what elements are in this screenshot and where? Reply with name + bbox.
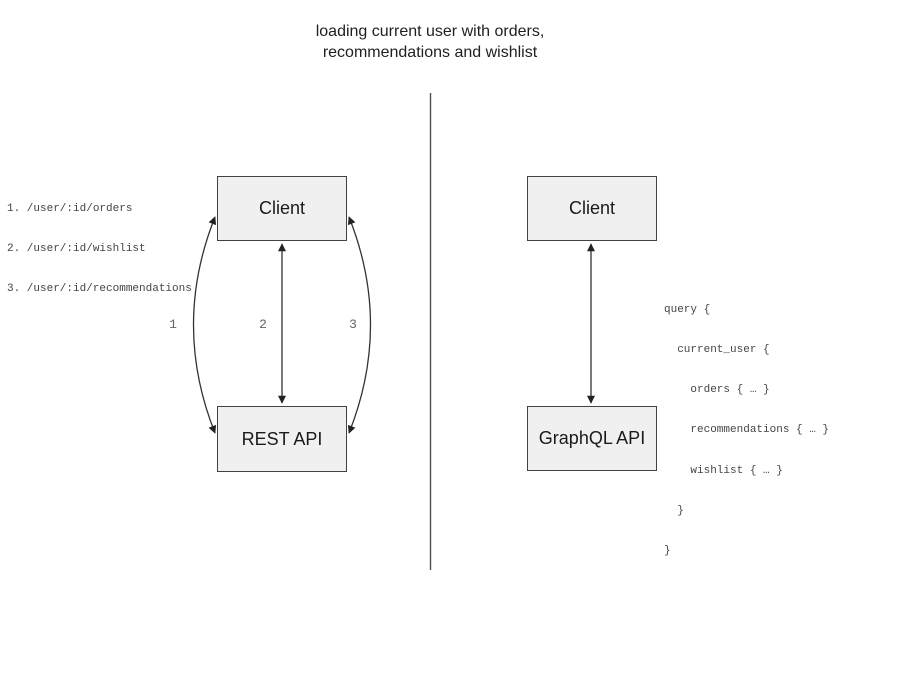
arrow-label-1: 1 <box>169 317 177 332</box>
arrow-label-2: 2 <box>259 317 267 332</box>
query-line-close-outer: } <box>664 545 671 558</box>
endpoint-item-orders: 1. /user/:id/orders <box>7 202 133 215</box>
graphql-api-box: GraphQL API <box>527 406 657 471</box>
client-box-graphql-label: Client <box>568 198 616 218</box>
diagram-title-line-1: loading current user with orders, <box>315 23 545 40</box>
rest-endpoint-list: 1. /user/:id/orders 2. /user/:id/wishlis… <box>7 176 192 323</box>
query-line-recommendations: recommendations { … } <box>664 424 830 437</box>
endpoint-item-recommendations: 3. /user/:id/recommendations <box>7 283 192 296</box>
graphql-query: query { current_user { orders { … } reco… <box>664 277 829 585</box>
arrow-label-3: 3 <box>349 317 357 332</box>
query-line-close-inner: } <box>664 504 684 517</box>
client-box-rest: Client <box>217 176 347 241</box>
rest-arrow-3 <box>347 216 372 434</box>
rest-api-box-label: REST API <box>241 428 323 449</box>
client-box-rest-label: Client <box>258 198 306 218</box>
diagram-title-line-2: recommendations and wishlist <box>322 44 538 61</box>
query-line-wishlist: wishlist { … } <box>664 464 783 477</box>
graphql-api-box-label: GraphQL API <box>538 428 646 448</box>
query-line-orders: orders { … } <box>664 384 770 397</box>
endpoint-item-wishlist: 2. /user/:id/wishlist <box>7 243 146 256</box>
query-line-open: query { <box>664 303 711 316</box>
diagram-title: loading current user with orders, recomm… <box>0 21 860 63</box>
client-box-graphql: Client <box>527 176 657 241</box>
rest-arrow-1 <box>192 216 217 434</box>
query-line-current-user: current_user { <box>664 344 770 357</box>
rest-api-box: REST API <box>217 406 347 472</box>
